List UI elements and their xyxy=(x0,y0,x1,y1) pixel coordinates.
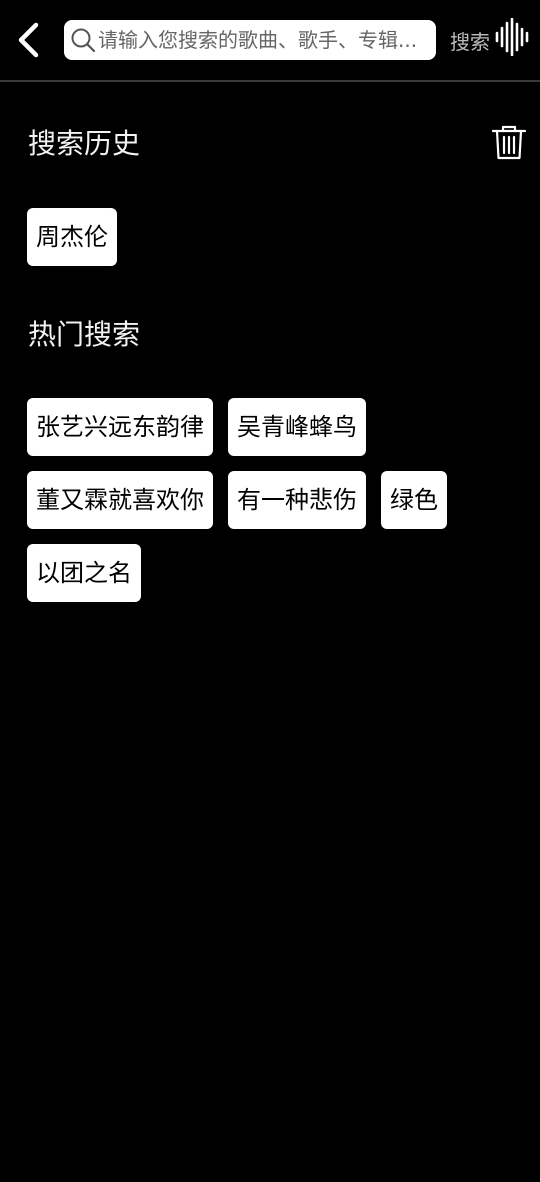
hot-search-tag[interactable]: 有一种悲伤 xyxy=(228,471,366,529)
chevron-left-icon xyxy=(18,22,39,58)
history-tags: 周杰伦 xyxy=(27,208,517,281)
search-box[interactable] xyxy=(64,20,436,60)
hot-search-tag[interactable]: 以团之名 xyxy=(27,544,141,602)
back-button[interactable] xyxy=(10,18,46,62)
search-icon xyxy=(70,27,96,53)
sound-wave-icon xyxy=(495,17,529,57)
hot-search-tag[interactable]: 张艺兴远东韵律 xyxy=(27,398,213,456)
trash-icon xyxy=(491,125,527,160)
hot-search-title: 热门搜索 xyxy=(28,318,141,351)
hot-search-tags: 张艺兴远东韵律 吴青峰蜂鸟 董又霖就喜欢你 有一种悲伤 绿色 以团之名 xyxy=(27,398,517,617)
history-title: 搜索历史 xyxy=(28,127,141,160)
history-tag[interactable]: 周杰伦 xyxy=(27,208,117,266)
clear-history-button[interactable] xyxy=(490,123,528,161)
hot-search-tag[interactable]: 吴青峰蜂鸟 xyxy=(228,398,366,456)
voice-search-button[interactable] xyxy=(494,17,532,57)
top-bar: 搜索 xyxy=(0,0,540,82)
search-input[interactable] xyxy=(96,28,426,52)
hot-search-tag[interactable]: 董又霖就喜欢你 xyxy=(27,471,213,529)
search-button[interactable]: 搜索 xyxy=(450,30,490,54)
hot-search-tag[interactable]: 绿色 xyxy=(381,471,447,529)
